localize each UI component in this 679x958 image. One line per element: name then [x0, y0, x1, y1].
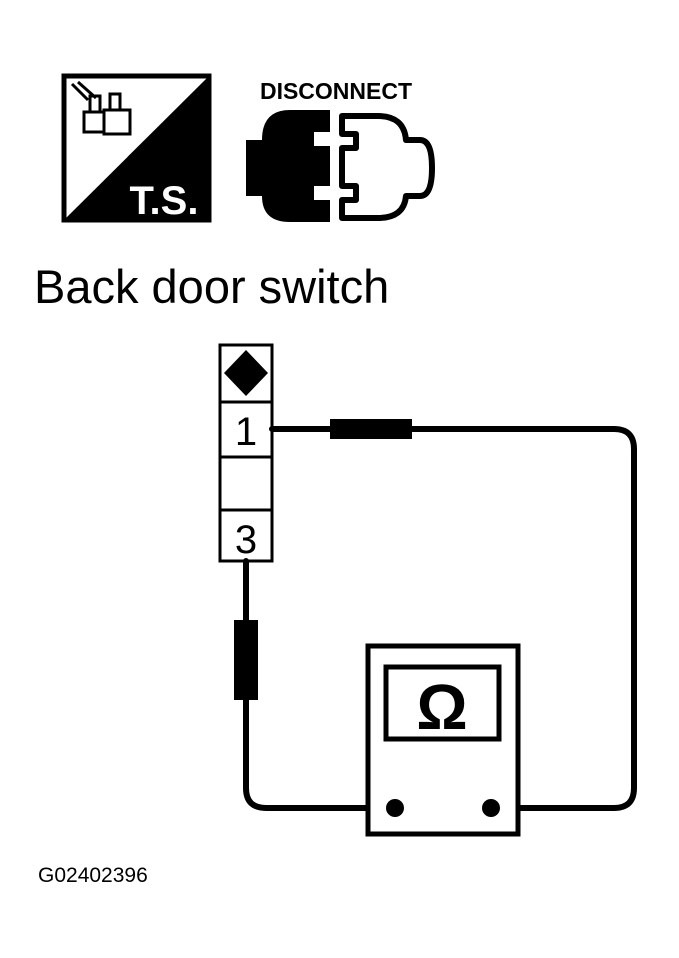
- pin-label-1: 1: [235, 410, 257, 454]
- pin-label-3: 3: [235, 518, 257, 562]
- test-leads: [234, 419, 637, 811]
- connector-block: 1 3: [218, 343, 274, 563]
- probe-grip-1: [330, 419, 412, 439]
- ts-connector-icon: T.S.: [61, 73, 212, 223]
- ohm-symbol: Ω: [416, 671, 467, 743]
- meter-terminal-right: [482, 799, 500, 817]
- figure-id: G02402396: [38, 864, 148, 887]
- connector-key-diamond: [224, 350, 268, 396]
- meter-terminal-left: [386, 799, 404, 817]
- ts-label: T.S.: [130, 179, 199, 223]
- disconnect-connector-icon: DISCONNECT: [246, 78, 435, 222]
- disconnect-label: DISCONNECT: [260, 78, 412, 104]
- page-title: Back door switch: [34, 260, 389, 313]
- lead-pin-3: [243, 558, 398, 811]
- lead-pin-1: [269, 426, 637, 811]
- probe-grip-3: [234, 620, 258, 700]
- ohmmeter: Ω: [365, 643, 521, 837]
